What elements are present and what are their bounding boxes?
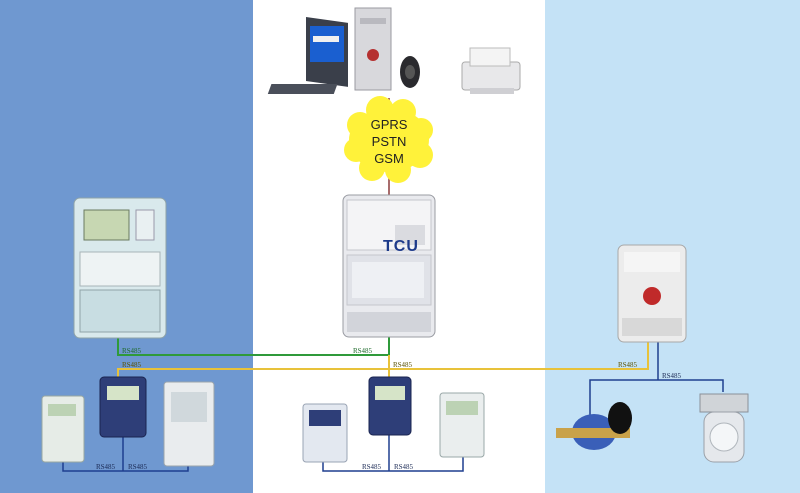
green-bus-wire bbox=[117, 332, 390, 356]
printer-icon bbox=[461, 47, 521, 94]
tcu-concentrator-illustration bbox=[342, 194, 436, 338]
communication-cloud bbox=[344, 96, 433, 183]
rs485-label-mid-2: RS485 bbox=[394, 463, 414, 471]
meter-mid-2 bbox=[368, 376, 412, 436]
keyboard-icon bbox=[267, 84, 338, 94]
rs485-label-yellow-mid: RS485 bbox=[393, 361, 413, 369]
rs485-label-green-mid: RS485 bbox=[353, 347, 373, 355]
rs485-label-yellow-left: RS485 bbox=[122, 361, 142, 369]
water-meter bbox=[556, 402, 632, 450]
rs485-label-right: RS485 bbox=[662, 372, 682, 380]
meter-left-1 bbox=[41, 395, 85, 463]
rs485-label-left-1: RS485 bbox=[96, 463, 116, 471]
gas-meter bbox=[699, 393, 749, 463]
rs485-label-green-left: RS485 bbox=[122, 347, 142, 355]
meter-left-2 bbox=[99, 376, 147, 438]
cloud-line-gsm: GSM bbox=[374, 151, 404, 166]
large-electricity-meter-left bbox=[73, 197, 167, 339]
meter-left-3 bbox=[163, 381, 215, 467]
meter-mid-3 bbox=[439, 392, 485, 458]
cloud-label: GPRS PSTN GSM bbox=[352, 116, 426, 167]
rs485-label-mid-1: RS485 bbox=[362, 463, 382, 471]
tcu-label: TCU bbox=[383, 238, 419, 255]
blue-bus-right bbox=[589, 379, 724, 415]
blue-bus-left bbox=[62, 460, 189, 472]
rs485-label-yellow-right: RS485 bbox=[618, 361, 638, 369]
blue-bus-mid bbox=[322, 455, 464, 472]
computer-station-illustration bbox=[267, 7, 521, 94]
right-controller-device bbox=[617, 244, 687, 343]
meter-mid-1 bbox=[302, 403, 348, 463]
cloud-line-pstn: PSTN bbox=[371, 134, 407, 149]
cloud-line-gprs: GPRS bbox=[370, 117, 408, 132]
rs485-label-left-2: RS485 bbox=[128, 463, 148, 471]
